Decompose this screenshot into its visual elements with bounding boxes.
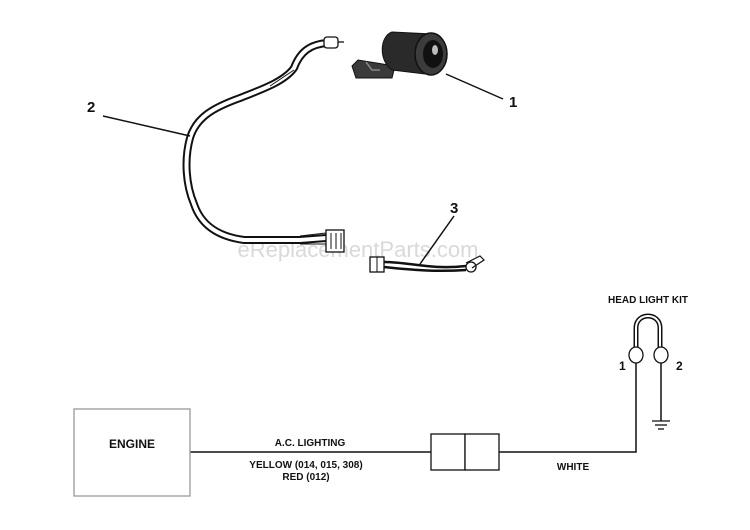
ground-symbol (652, 420, 670, 430)
white-wire (499, 363, 637, 453)
wire-connector (430, 433, 500, 471)
lamp-terminal-2: 2 (676, 359, 683, 373)
white-wire-label: WHITE (557, 462, 590, 473)
leader-line-3 (419, 215, 455, 265)
callout-2: 2 (87, 99, 95, 116)
callout-3: 3 (450, 200, 458, 217)
ac-lighting-label: A.C. LIGHTING (275, 438, 346, 449)
callout-1: 1 (509, 94, 517, 111)
leader-line-1 (445, 73, 504, 100)
adapter-wire-part (369, 255, 485, 273)
leader-line-2 (102, 115, 191, 137)
yellow-wire-label: YELLOW (014, 015, 308) (249, 460, 362, 471)
wiring-harness-part (182, 36, 345, 253)
engine-box (73, 408, 191, 497)
red-wire-label: RED (012) (282, 472, 329, 483)
headlight-lamp-part (351, 31, 448, 79)
head-light-kit-title: HEAD LIGHT KIT (608, 295, 688, 306)
lamp-symbol (628, 313, 669, 364)
lamp-terminal-1: 1 (619, 359, 626, 373)
engine-label: ENGINE (109, 437, 155, 451)
